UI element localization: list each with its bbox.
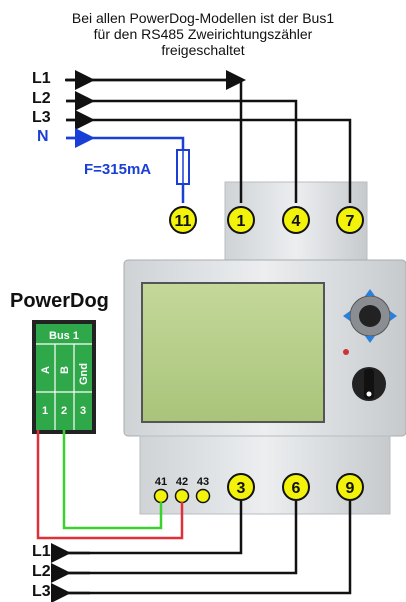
heading-line-1: Bei allen PowerDog-Modellen ist der Bus1 (71, 10, 335, 26)
output-label-l2: L2 (32, 563, 51, 580)
meter-lcd (141, 282, 325, 423)
pin-number-3: 3 (80, 405, 86, 417)
terminal-1 (227, 206, 255, 234)
terminal-9 (336, 473, 364, 501)
arrow-left-icon (343, 311, 350, 321)
terminal-label-7: 7 (346, 213, 355, 230)
wire-l1-output (66, 501, 243, 555)
rotary-handle (364, 369, 374, 399)
terminal-6 (282, 473, 310, 501)
input-label-l1: L1 (32, 70, 51, 87)
arrow-up-icon (365, 289, 375, 296)
input-label-l2: L2 (32, 90, 51, 107)
powerdog-title: PowerDog (10, 290, 109, 312)
bus-label: Bus 1 (49, 330, 79, 342)
terminal-41 (153, 488, 169, 504)
pin-number-2: 2 (61, 405, 67, 417)
wire-l3-output (66, 501, 352, 595)
pin-number-1: 1 (42, 405, 48, 417)
joystick-center (359, 305, 381, 327)
output-label-l1: L1 (32, 543, 51, 560)
terminal-3 (227, 473, 255, 501)
terminal-label-1: 1 (237, 213, 246, 230)
wire-l1-input (66, 78, 243, 203)
pin-label-a: A (40, 366, 52, 374)
input-label-n: N (37, 128, 49, 145)
heading-line-3: freigeschaltet (161, 42, 245, 58)
wire-l3-input (66, 118, 352, 203)
arrow-down-icon (365, 336, 375, 343)
heading-line-2: für den RS485 Zweirichtungszähler (93, 26, 313, 42)
fuse-label: F=315mA (84, 161, 152, 178)
wire-green-bus (62, 430, 163, 530)
terminal-label-6: 6 (292, 480, 301, 497)
powerdog-connector-face (36, 324, 92, 430)
output-label-l3: L3 (32, 583, 51, 600)
wire-red-bus (36, 430, 184, 540)
terminal-43 (195, 488, 211, 504)
terminal-label-9: 9 (346, 480, 355, 497)
terminal-label-3: 3 (237, 480, 246, 497)
wire-n-to-fuse (66, 136, 185, 150)
terminal-label-42: 42 (176, 476, 188, 488)
terminal-7 (336, 206, 364, 234)
input-label-l3: L3 (32, 109, 51, 126)
terminal-label-4: 4 (292, 213, 301, 230)
terminal-4 (282, 206, 310, 234)
pin-label-gnd: Gnd (78, 363, 90, 385)
status-led (343, 349, 349, 355)
terminal-label-41: 41 (155, 476, 167, 488)
terminal-label-43: 43 (197, 476, 209, 488)
wire-l2-output (66, 501, 298, 575)
terminal-11 (169, 206, 197, 234)
terminal-42 (174, 488, 190, 504)
terminal-label-11: 11 (175, 213, 192, 230)
wire-l2-input (66, 99, 298, 203)
rotary-dot (366, 391, 372, 397)
arrow-right-icon (390, 311, 397, 321)
pin-label-b: B (59, 366, 71, 374)
